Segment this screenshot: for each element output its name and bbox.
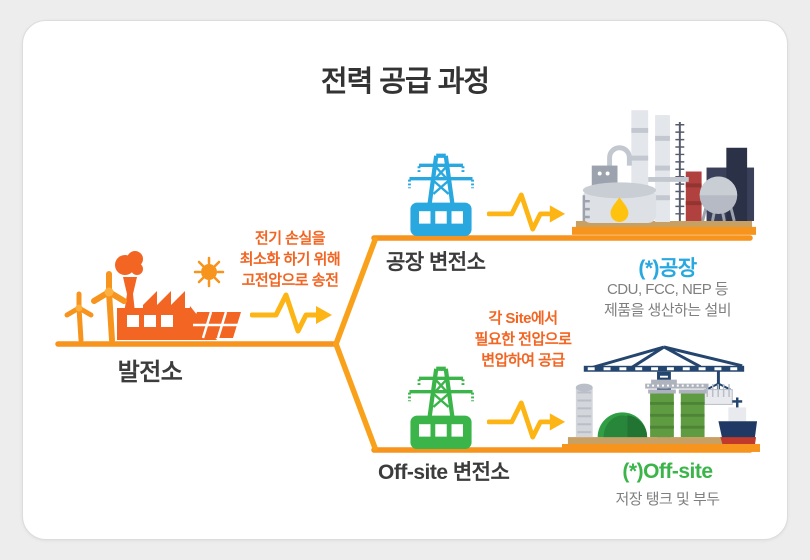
transmission-note: 전기 손실을 최소화 하기 위해 고전압으로 송전: [239, 230, 341, 289]
offsite-destination-title: (*)Off-site: [622, 460, 713, 483]
factory-destination-desc: CDU, FCC, NEP 등 제품을 생산하는 설비: [603, 281, 732, 319]
power-pulse-arrow-icon: [250, 292, 332, 334]
transmission-tower-icon: [408, 366, 474, 450]
refinery-plant-icon: [571, 110, 757, 235]
power-plant-icon: [64, 251, 241, 343]
offsite-destination-desc: 저장 탱크 및 부두: [615, 491, 720, 508]
page-title: 전력 공급 과정: [320, 66, 490, 98]
offsite-note: 각 Site에서 필요한 전압으로 변압하여 공급: [474, 310, 572, 369]
offsite-substation-label: Off-site 변전소: [378, 461, 510, 484]
content-card: [22, 20, 788, 540]
transmission-tower-icon: [408, 153, 474, 237]
power-pulse-arrow-icon: [487, 400, 566, 440]
port-terminal-icon: [562, 345, 760, 452]
factory-destination-title: (*)공장: [638, 257, 697, 280]
factory-substation-label: 공장 변전소: [386, 251, 486, 274]
generator-label: 발전소: [117, 359, 183, 386]
power-pulse-arrow-icon: [487, 192, 566, 232]
